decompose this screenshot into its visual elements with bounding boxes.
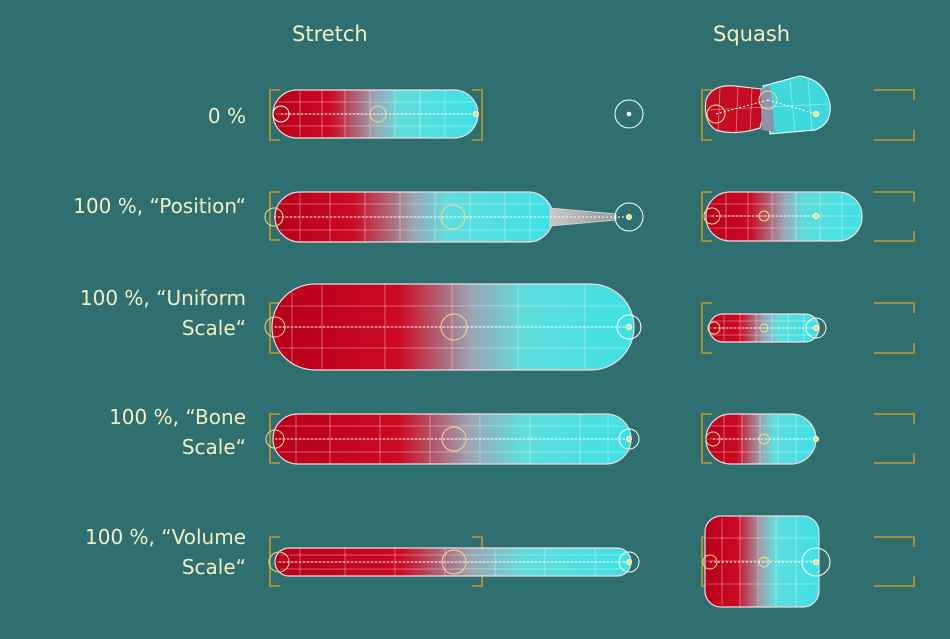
stretch-row-2 xyxy=(265,284,641,370)
squash-row-1 xyxy=(702,192,914,241)
stretch-row-0 xyxy=(270,90,643,140)
stretch-row-1 xyxy=(265,192,643,242)
stretch-row-3 xyxy=(266,414,639,464)
stretch-row-4 xyxy=(269,537,639,586)
squash-row-2 xyxy=(702,303,914,353)
ik-target-handle xyxy=(615,100,643,128)
squash-row-0 xyxy=(702,76,914,140)
squash-row-4 xyxy=(702,516,914,607)
squash-row-3 xyxy=(702,414,914,464)
